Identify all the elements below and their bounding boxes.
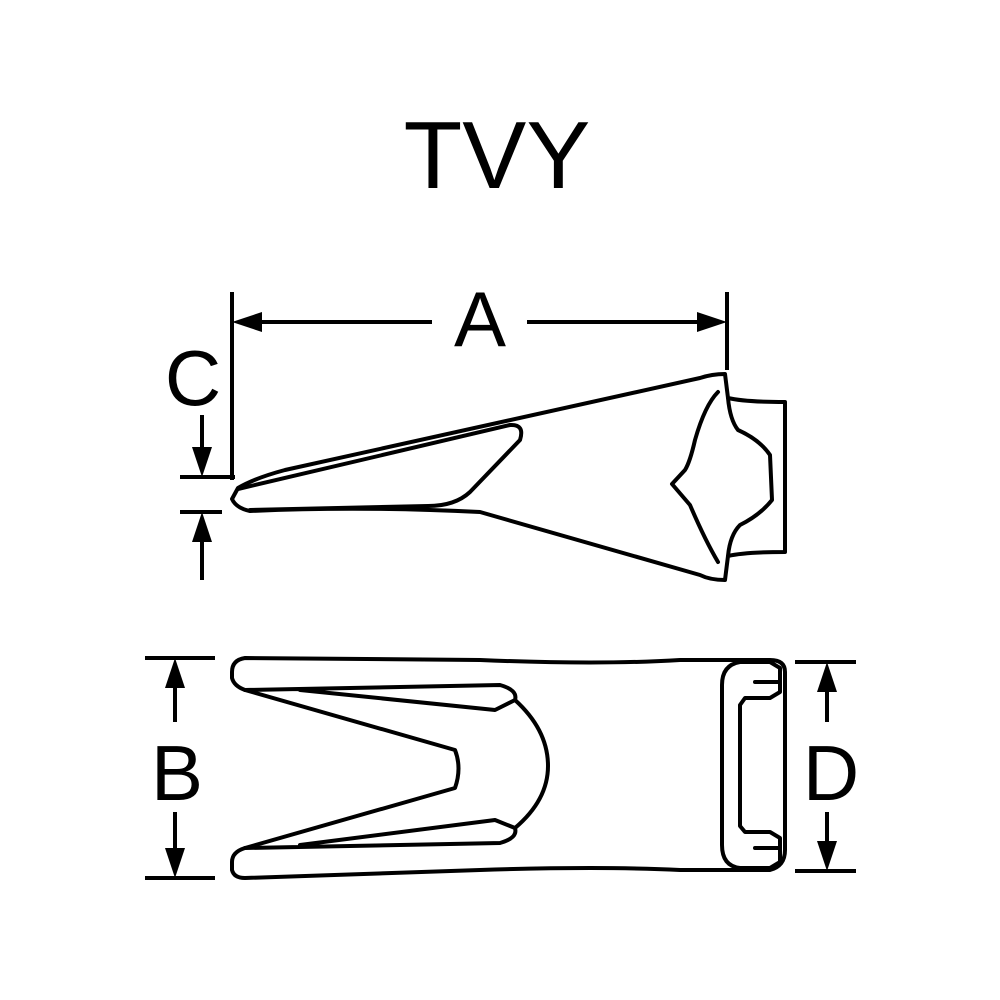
top-view: B D bbox=[145, 656, 859, 880]
side-view-outline bbox=[230, 372, 787, 582]
side-view-wear-face bbox=[236, 422, 524, 512]
dim-a-label: A bbox=[454, 275, 506, 363]
dim-d-label: D bbox=[803, 729, 859, 817]
side-view: A C bbox=[165, 275, 787, 582]
dim-b-label: B bbox=[151, 729, 203, 817]
dim-b-arrow-top bbox=[165, 658, 185, 688]
side-view-pocket-edge bbox=[670, 390, 720, 564]
side-view-flange-curve bbox=[726, 396, 774, 558]
top-view-mount-channel bbox=[720, 660, 782, 870]
diagram-title: TVY bbox=[404, 102, 591, 209]
dim-b-arrow-bottom bbox=[165, 848, 185, 878]
dim-a-arrow-left bbox=[232, 312, 262, 332]
dim-c-label: C bbox=[165, 334, 221, 422]
top-view-upper-tine bbox=[243, 683, 518, 712]
dim-a-arrow-right bbox=[697, 312, 727, 332]
dim-d-arrow-bottom bbox=[817, 841, 837, 871]
dim-c-arrow-top bbox=[192, 447, 212, 477]
top-view-lower-tine bbox=[243, 818, 518, 850]
dim-d-arrow-top bbox=[817, 662, 837, 692]
top-view-center-wedge bbox=[513, 698, 550, 830]
dim-c-arrow-bottom bbox=[192, 512, 212, 542]
